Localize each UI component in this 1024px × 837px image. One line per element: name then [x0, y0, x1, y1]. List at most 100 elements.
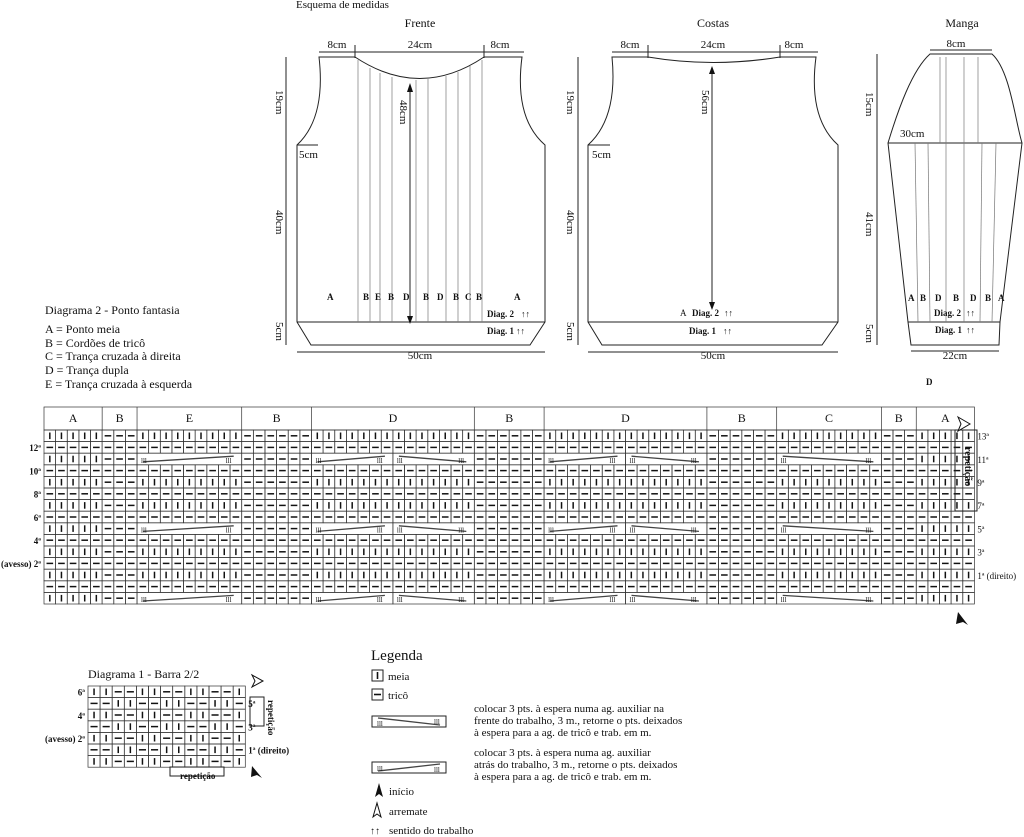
- svg-text:atrás do trabalho, 3 m., retor: atrás do trabalho, 3 m., retorne o pts. …: [474, 759, 677, 771]
- schematic-title: Esquema de medidas: [296, 0, 389, 11]
- svg-text:lll: lll: [397, 457, 403, 465]
- d1-title: Diagrama 1 - Barra 2/2: [88, 667, 199, 681]
- front-panel-letter: E: [375, 292, 381, 302]
- svg-text:lll: lll: [610, 596, 616, 604]
- svg-text:lll: lll: [397, 526, 403, 534]
- svg-text:lll: lll: [781, 596, 787, 604]
- svg-text:repetição: repetição: [180, 771, 216, 781]
- svg-text:lll: lll: [397, 596, 403, 604]
- back-title: Costas: [697, 16, 729, 30]
- svg-text:arremate: arremate: [389, 806, 428, 818]
- svg-text:lll: lll: [610, 457, 616, 465]
- svg-text:Diag. 2: Diag. 2: [487, 309, 515, 319]
- svg-text:24cm: 24cm: [408, 39, 433, 51]
- legend-cable-back-symbol: lll lll: [371, 761, 447, 774]
- sleeve-panel-letter: B: [920, 293, 926, 303]
- svg-text:8cm: 8cm: [328, 39, 347, 51]
- svg-text:à espera para a ag. de tricô e: à espera para a ag. de tricô e trab. em …: [474, 727, 652, 739]
- svg-text:lll: lll: [315, 457, 321, 465]
- svg-text:Diag. 2: Diag. 2: [692, 308, 720, 318]
- svg-text:D = Trança dupla: D = Trança dupla: [45, 363, 129, 377]
- d2-row-label: 1ª (direito): [977, 571, 1016, 581]
- svg-text:lll: lll: [691, 526, 697, 534]
- svg-text:lll: lll: [548, 457, 554, 465]
- svg-text:24cm: 24cm: [701, 39, 726, 51]
- legend-inicio-icon: [375, 783, 383, 797]
- legend-arrows-icon: ↑↑: [370, 826, 380, 837]
- d2-section-label: B: [505, 411, 513, 425]
- svg-text:meia: meia: [388, 671, 409, 683]
- d2-section-label: D: [389, 411, 398, 425]
- svg-text:↑↑: ↑↑: [966, 325, 975, 335]
- svg-text:C = Trança cruzada à direita: C = Trança cruzada à direita: [45, 349, 181, 363]
- svg-text:lll: lll: [315, 596, 321, 604]
- arremate-marker-icon: [956, 415, 971, 433]
- d2-cell: [962, 592, 975, 605]
- d1-row-label: (avesso) 2ª: [45, 734, 85, 744]
- d2-row-label: 12ª: [29, 443, 41, 453]
- svg-text:15cm: 15cm: [863, 92, 875, 117]
- front-panel-letter: B: [388, 292, 394, 302]
- svg-text:repetição: repetição: [266, 700, 276, 736]
- svg-text:19cm: 19cm: [273, 90, 285, 115]
- svg-text:lll: lll: [377, 765, 383, 773]
- svg-text:5cm: 5cm: [592, 149, 611, 161]
- svg-text:5cm: 5cm: [863, 324, 875, 343]
- svg-text:lll: lll: [226, 457, 232, 465]
- svg-text:lll: lll: [781, 457, 787, 465]
- svg-text:lll: lll: [548, 596, 554, 604]
- d1-row-label: 1ª (direito): [248, 746, 289, 756]
- svg-text:lll: lll: [141, 596, 147, 604]
- d2-row-label: 13ª: [977, 432, 989, 442]
- legend-arremate-icon: [372, 801, 382, 819]
- svg-text:19cm: 19cm: [564, 90, 576, 115]
- svg-text:E = Trança cruzada à esquerda: E = Trança cruzada à esquerda: [45, 377, 193, 391]
- stitch-key: Diagrama 2 - Ponto fantasia A = Ponto me…: [45, 303, 193, 391]
- svg-text:lll: lll: [865, 526, 871, 534]
- svg-text:lll: lll: [377, 596, 383, 604]
- d2-row-label: 3ª: [977, 548, 985, 558]
- d1-row-label: 3ª: [248, 722, 256, 732]
- svg-text:56cm: 56cm: [699, 90, 711, 115]
- svg-text:Diag. 1: Diag. 1: [689, 326, 717, 336]
- svg-text:sentido do trabalho: sentido do trabalho: [389, 825, 474, 837]
- front-title: Frente: [405, 16, 436, 30]
- svg-text:↑↑: ↑↑: [723, 326, 732, 336]
- svg-text:Diag. 2: Diag. 2: [934, 308, 962, 318]
- front-panel-letter: A: [327, 292, 334, 302]
- svg-text:lll: lll: [377, 720, 383, 728]
- legend-title: Legenda: [371, 648, 423, 664]
- svg-text:à espera para a ag. de tricô e: à espera para a ag. de tricô e trab. em …: [474, 771, 652, 783]
- svg-text:lll: lll: [315, 526, 321, 534]
- d2-row-label: 7ª: [977, 501, 985, 511]
- svg-text:8cm: 8cm: [947, 38, 966, 50]
- svg-text:tricô: tricô: [388, 690, 409, 702]
- d2-section-label: A: [69, 411, 78, 425]
- svg-text:48cm: 48cm: [397, 100, 409, 125]
- svg-text:↑↑: ↑↑: [521, 309, 530, 319]
- sleeve-title: Manga: [945, 16, 979, 30]
- d1-cell: [232, 755, 246, 768]
- svg-text:lll: lll: [226, 526, 232, 534]
- d2-row-label: 4ª: [34, 536, 42, 546]
- d1-row-label: 5ª: [248, 699, 256, 709]
- sleeve-panel-letter: D: [935, 293, 942, 303]
- svg-text:lll: lll: [548, 526, 554, 534]
- svg-text:30cm: 30cm: [900, 128, 925, 140]
- front-panel-letter: C: [465, 292, 472, 302]
- svg-text:5cm: 5cm: [299, 149, 318, 161]
- svg-text:lll: lll: [630, 526, 636, 534]
- d1-row-label: 6ª: [78, 688, 86, 698]
- inicio-marker-icon: [956, 612, 968, 625]
- svg-text:lll: lll: [781, 526, 787, 534]
- d1-inicio-icon: [251, 766, 262, 778]
- front-panel-letter: B: [423, 292, 429, 302]
- front-panel-letter: B: [363, 292, 369, 302]
- d2-row-label: 9ª: [977, 478, 985, 488]
- sleeve-panel-letter: B: [953, 293, 959, 303]
- sleeve-panel-letter: A: [998, 293, 1005, 303]
- d2-section-label: A: [941, 411, 950, 425]
- front-panel-letter: B: [453, 292, 459, 302]
